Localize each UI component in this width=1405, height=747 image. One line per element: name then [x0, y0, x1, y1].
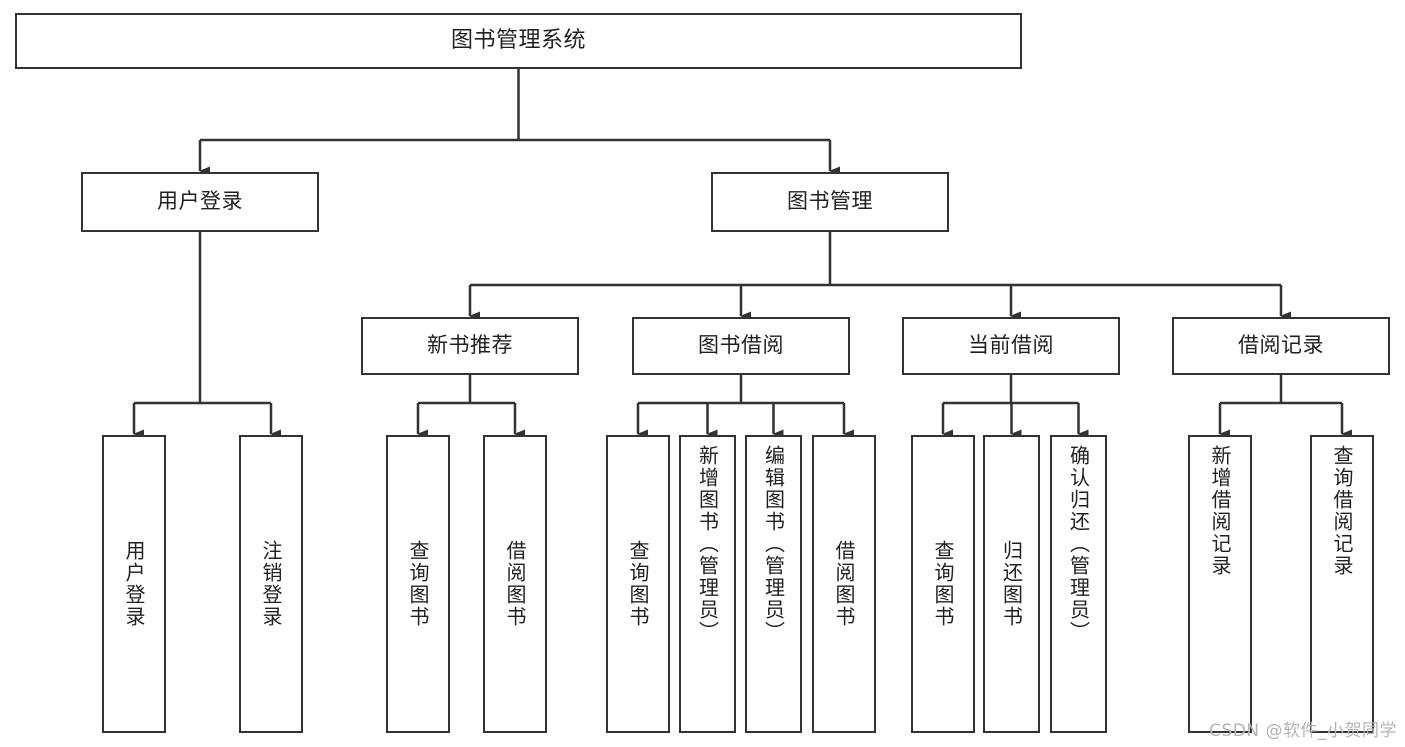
node-label: 借阅图书: [832, 540, 856, 628]
node-label: 确认归还（管理员）: [1066, 445, 1091, 643]
node-leaf-bb-edit[interactable]: 编辑图书（管理员）: [745, 435, 802, 733]
node-label-wrap: 新书推荐: [363, 319, 577, 373]
node-label-wrap: 新增图书（管理员）: [681, 437, 734, 731]
node-book-borrow[interactable]: 图书借阅: [632, 317, 850, 375]
node-label: 新增借阅记录: [1208, 445, 1232, 577]
node-leaf-bb-borrow[interactable]: 借阅图书: [812, 435, 876, 733]
node-label: 用户登录: [157, 189, 243, 214]
node-label: 图书管理: [787, 189, 873, 214]
node-book-manage[interactable]: 图书管理: [711, 172, 949, 232]
node-borrow-record[interactable]: 借阅记录: [1172, 317, 1390, 375]
node-label: 借阅图书: [503, 540, 527, 628]
node-label: 当前借阅: [968, 333, 1054, 358]
node-label: 用户登录: [122, 540, 146, 628]
node-label: 借阅记录: [1238, 333, 1324, 358]
node-label: 注销登录: [259, 540, 283, 628]
node-label-wrap: 当前借阅: [904, 319, 1118, 373]
node-label: 编辑图书（管理员）: [761, 445, 786, 643]
node-label-wrap: 新增借阅记录: [1190, 437, 1250, 731]
node-label-wrap: 确认归还（管理员）: [1052, 437, 1105, 731]
node-label: 新增图书（管理员）: [695, 445, 720, 643]
node-leaf-br-query[interactable]: 查询借阅记录: [1310, 435, 1374, 733]
node-new-book[interactable]: 新书推荐: [361, 317, 579, 375]
node-label-wrap: 查询图书: [913, 437, 973, 731]
node-leaf-cb-return[interactable]: 归还图书: [983, 435, 1040, 733]
node-label-wrap: 查询图书: [608, 437, 668, 731]
node-label: 图书借阅: [698, 333, 784, 358]
node-label-wrap: 图书管理系统: [17, 15, 1020, 67]
node-label-wrap: 图书借阅: [634, 319, 848, 373]
node-label-wrap: 注销登录: [241, 437, 301, 731]
node-label: 查询借阅记录: [1330, 445, 1354, 577]
node-label-wrap: 编辑图书（管理员）: [747, 437, 800, 731]
node-label: 查询图书: [406, 540, 430, 628]
node-user-login[interactable]: 用户登录: [81, 172, 319, 232]
node-leaf-br-add[interactable]: 新增借阅记录: [1188, 435, 1252, 733]
node-label-wrap: 用户登录: [104, 437, 164, 731]
connector-lines: [132, 69, 1352, 439]
node-current-borrow[interactable]: 当前借阅: [902, 317, 1120, 375]
node-leaf-cb-confirm[interactable]: 确认归还（管理员）: [1050, 435, 1107, 733]
node-leaf-bb-query[interactable]: 查询图书: [606, 435, 670, 733]
node-label-wrap: 用户登录: [83, 174, 317, 230]
node-label: 图书管理系统: [450, 27, 586, 53]
node-leaf-nb-borrow[interactable]: 借阅图书: [483, 435, 547, 733]
node-label-wrap: 借阅图书: [814, 437, 874, 731]
node-label: 新书推荐: [427, 333, 513, 358]
node-label-wrap: 归还图书: [985, 437, 1038, 731]
node-leaf-bb-add[interactable]: 新增图书（管理员）: [679, 435, 736, 733]
node-label-wrap: 图书管理: [713, 174, 947, 230]
node-label: 查询图书: [931, 540, 955, 628]
node-label: 归还图书: [999, 540, 1024, 628]
node-root[interactable]: 图书管理系统: [15, 13, 1022, 69]
node-leaf-nb-query[interactable]: 查询图书: [386, 435, 450, 733]
node-label-wrap: 借阅记录: [1174, 319, 1388, 373]
node-label-wrap: 查询图书: [388, 437, 448, 731]
node-leaf-user-logout[interactable]: 注销登录: [239, 435, 303, 733]
node-label: 查询图书: [626, 540, 650, 628]
node-label-wrap: 查询借阅记录: [1312, 437, 1372, 731]
node-leaf-user-login[interactable]: 用户登录: [102, 435, 166, 733]
node-leaf-cb-query[interactable]: 查询图书: [911, 435, 975, 733]
node-label-wrap: 借阅图书: [485, 437, 545, 731]
